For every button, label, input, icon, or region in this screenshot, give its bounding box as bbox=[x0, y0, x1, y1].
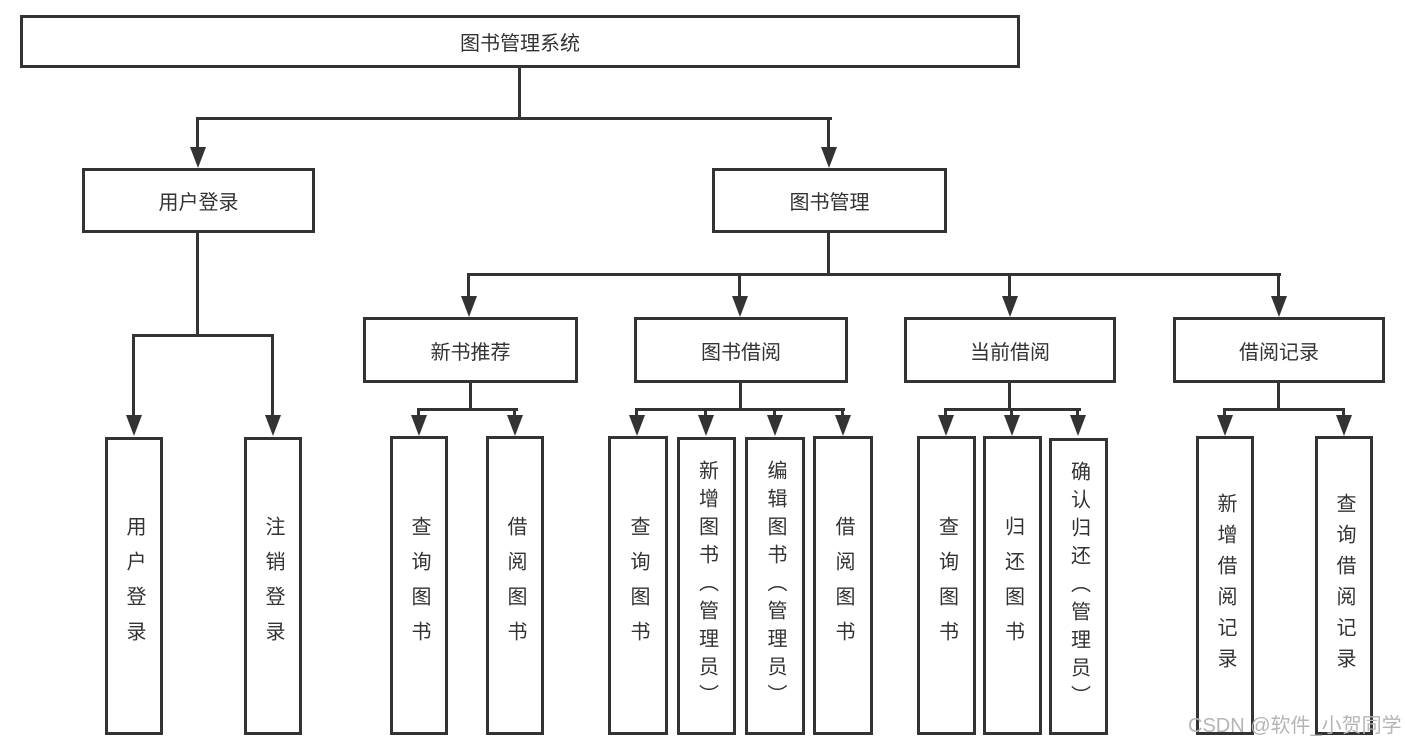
csdn-watermark: CSDN @软件_小贺同学 bbox=[1188, 715, 1402, 737]
arrow-down-icon bbox=[411, 415, 427, 436]
node-borrow-record: 借阅记录 bbox=[1173, 317, 1385, 383]
node-current-borrow: 当前借阅 bbox=[904, 317, 1116, 383]
node-book-management: 图书管理 bbox=[712, 168, 947, 233]
connector-current-borrow-stem bbox=[1008, 383, 1011, 411]
arrow-down-icon bbox=[1271, 296, 1287, 317]
arrow-down-icon bbox=[507, 415, 523, 436]
connector-borrow-record-stem bbox=[1277, 383, 1280, 411]
arrow-down-icon bbox=[767, 415, 783, 436]
node-new-book-recommend: 新书推荐 bbox=[363, 317, 578, 383]
node-borrow-record-label: 借阅记录 bbox=[1239, 341, 1319, 364]
node-book-management-label: 图书管理 bbox=[789, 192, 870, 214]
node-new-book-query-leaf: 查询图书 bbox=[390, 436, 448, 735]
connector-arrow-book-borrow-stem bbox=[738, 273, 741, 301]
node-logout-leaf: 注销登录 bbox=[244, 437, 302, 735]
node-add-borrow-record-leaf: 新增借阅记录 bbox=[1196, 436, 1254, 735]
connector-arrow-current-borrow-stem bbox=[1008, 273, 1011, 301]
connector-user-login-split bbox=[132, 334, 274, 337]
node-query-borrow-record-leaf: 查询借阅记录 bbox=[1315, 436, 1373, 735]
node-current-query-leaf-label: 查询图书 bbox=[935, 515, 958, 656]
connector-new-book-split bbox=[417, 408, 518, 411]
node-borrow-book-leaf-label: 借阅图书 bbox=[832, 515, 854, 656]
node-borrow-query-leaf: 查询图书 bbox=[608, 436, 668, 735]
node-add-book-admin-leaf-label: 新增图书（管理员） bbox=[695, 460, 718, 712]
node-add-book-admin-leaf: 新增图书（管理员） bbox=[677, 437, 736, 735]
arrow-down-icon bbox=[190, 147, 206, 168]
arrow-down-icon bbox=[1217, 415, 1233, 436]
connector-book-borrow-stem bbox=[739, 383, 742, 411]
arrow-down-icon bbox=[126, 415, 142, 436]
node-book-borrow-label: 图书借阅 bbox=[701, 341, 781, 364]
node-borrow-query-leaf-label: 查询图书 bbox=[627, 515, 649, 656]
node-query-borrow-record-leaf-label: 查询借阅记录 bbox=[1333, 492, 1355, 679]
node-confirm-return-admin-leaf-label: 确认归还（管理员） bbox=[1067, 460, 1090, 713]
arrow-down-icon bbox=[1070, 415, 1086, 436]
node-current-borrow-label: 当前借阅 bbox=[970, 341, 1050, 364]
connector-book-borrow-split bbox=[635, 408, 845, 411]
connector-arrow-new-book-stem bbox=[467, 273, 470, 301]
node-user-login-label: 用户登录 bbox=[158, 192, 239, 214]
arrow-down-icon bbox=[938, 415, 954, 436]
connector-user-login-stem bbox=[196, 233, 199, 337]
node-new-book-borrow-leaf-label: 借阅图书 bbox=[504, 515, 526, 656]
connector-root-split bbox=[196, 117, 832, 120]
node-return-book-leaf-label: 归还图书 bbox=[1001, 515, 1024, 656]
node-library-management-system: 图书管理系统 bbox=[20, 15, 1020, 68]
arrow-down-icon bbox=[1004, 415, 1020, 436]
connector-arrow-borrow-record-stem bbox=[1277, 273, 1280, 301]
node-book-borrow: 图书借阅 bbox=[634, 317, 848, 383]
arrow-down-icon bbox=[835, 415, 851, 436]
connector-arrow-logout-stem bbox=[271, 334, 274, 419]
arrow-down-icon bbox=[629, 415, 645, 436]
node-borrow-book-leaf: 借阅图书 bbox=[813, 436, 873, 735]
node-user-login-leaf: 用户登录 bbox=[105, 437, 163, 735]
arrow-down-icon bbox=[461, 296, 477, 317]
node-return-book-leaf: 归还图书 bbox=[983, 436, 1042, 735]
node-new-book-borrow-leaf: 借阅图书 bbox=[486, 436, 544, 735]
arrow-down-icon bbox=[732, 296, 748, 317]
node-add-borrow-record-leaf-label: 新增借阅记录 bbox=[1214, 492, 1236, 679]
connector-new-book-stem bbox=[469, 383, 472, 411]
node-logout-leaf-label: 注销登录 bbox=[262, 516, 284, 656]
node-user-login: 用户登录 bbox=[82, 168, 315, 233]
node-user-login-leaf-label: 用户登录 bbox=[123, 516, 145, 656]
node-confirm-return-admin-leaf: 确认归还（管理员） bbox=[1049, 438, 1108, 735]
node-edit-book-admin-leaf: 编辑图书（管理员） bbox=[745, 437, 805, 735]
connector-book-mgmt-split bbox=[467, 273, 1281, 276]
arrow-down-icon bbox=[1002, 296, 1018, 317]
connector-arrow-book-mgmt-stem bbox=[827, 117, 830, 155]
connector-arrow-user-login-stem bbox=[196, 117, 199, 155]
node-current-query-leaf: 查询图书 bbox=[917, 436, 976, 735]
connector-borrow-record-split bbox=[1223, 408, 1345, 411]
arrow-down-icon bbox=[265, 415, 281, 436]
arrow-down-icon bbox=[821, 147, 837, 168]
node-new-book-query-leaf-label: 查询图书 bbox=[408, 515, 430, 656]
arrow-down-icon bbox=[698, 415, 714, 436]
node-edit-book-admin-leaf-label: 编辑图书（管理员） bbox=[764, 460, 786, 712]
connector-arrow-login-stem bbox=[132, 334, 135, 419]
arrow-down-icon bbox=[1336, 415, 1352, 436]
connector-root-stem bbox=[518, 68, 521, 120]
connector-book-mgmt-stem bbox=[827, 233, 830, 276]
node-library-management-system-label: 图书管理系统 bbox=[460, 33, 580, 55]
node-new-book-recommend-label: 新书推荐 bbox=[430, 341, 511, 364]
